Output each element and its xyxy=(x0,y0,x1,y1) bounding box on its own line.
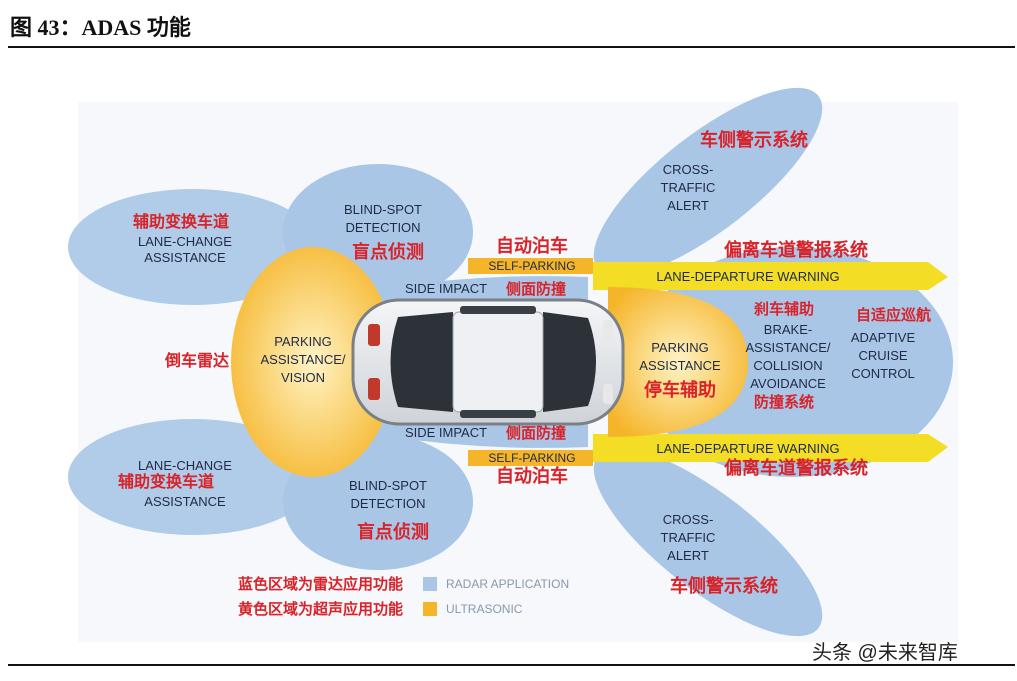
brake-assist-en-4: AVOIDANCE xyxy=(750,376,826,391)
lane-change-bottom-zone xyxy=(68,419,318,535)
cross-traffic-top-en-1: CROSS- xyxy=(663,162,714,177)
cross-traffic-bottom-zone xyxy=(593,447,823,637)
cross-traffic-top-en-2: TRAFFIC xyxy=(661,180,716,195)
side-impact-bottom-cn: 侧面防撞 xyxy=(506,424,566,442)
parking-rear-en-3: VISION xyxy=(281,370,325,385)
cross-traffic-bottom-en-3: ALERT xyxy=(667,548,709,563)
blind-spot-bottom-en-2: DETECTION xyxy=(350,496,425,511)
acc-en-3: CONTROL xyxy=(851,366,915,381)
brake-assist-cn: 刹车辅助 xyxy=(754,300,814,318)
brake-assist-en-2: ASSISTANCE/ xyxy=(745,340,830,355)
side-impact-top-cn: 侧面防撞 xyxy=(506,280,566,298)
brake-assist-en-3: COLLISION xyxy=(753,358,822,373)
adas-diagram-svg: 辅助变换车道 LANE-CHANGE ASSISTANCE LANE-CHANG… xyxy=(48,62,988,662)
self-parking-bottom-en: SELF-PARKING xyxy=(488,451,575,465)
parking-front-en-1: PARKING xyxy=(651,340,709,355)
acc-en-1: ADAPTIVE xyxy=(851,330,916,345)
legend-ultrasonic-swatch xyxy=(423,602,437,616)
lane-change-top-en-1: LANE-CHANGE xyxy=(138,234,232,249)
parking-rear-en-1: PARKING xyxy=(274,334,332,349)
cross-traffic-top-en-3: ALERT xyxy=(667,198,709,213)
watermark: 头条 @未来智库 xyxy=(812,642,958,664)
parking-rear-en-2: ASSISTANCE/ xyxy=(260,352,345,367)
front-radar-zone xyxy=(633,247,953,477)
adas-diagram: 辅助变换车道 LANE-CHANGE ASSISTANCE LANE-CHANG… xyxy=(48,62,988,662)
acc-cn: 自适应巡航 xyxy=(856,306,931,324)
rear-parking-zone xyxy=(231,247,395,477)
parking-front-en-2: ASSISTANCE xyxy=(639,358,721,373)
self-parking-top-cn: 自动泊车 xyxy=(496,235,568,256)
lane-departure-bottom-en: LANE-DEPARTURE WARNING xyxy=(656,441,839,456)
lane-change-bottom-en-1: LANE-CHANGE xyxy=(138,458,232,473)
cross-traffic-top-cn: 车侧警示系统 xyxy=(700,129,808,150)
lane-change-top-en-2: ASSISTANCE xyxy=(144,250,226,265)
brake-assist-en-1: BRAKE- xyxy=(764,322,812,337)
blind-spot-bottom-cn: 盲点侦测 xyxy=(357,521,429,542)
brake-assist-cn2: 防撞系统 xyxy=(754,393,814,411)
lane-departure-bottom-cn: 偏离车道警报系统 xyxy=(724,457,868,478)
lane-departure-bottom-zone xyxy=(593,434,948,462)
cross-traffic-bottom-cn: 车侧警示系统 xyxy=(670,575,778,596)
self-parking-top-zone xyxy=(468,258,593,274)
lane-departure-top-cn: 偏离车道警报系统 xyxy=(724,239,868,260)
lane-change-bottom-en-2: ASSISTANCE xyxy=(144,494,226,509)
legend-ultrasonic-cn: 黄色区域为超声应用功能 xyxy=(238,600,403,618)
side-impact-bottom-en: SIDE IMPACT xyxy=(405,425,487,440)
lane-change-bottom-cn: 辅助变换车道 xyxy=(118,472,214,491)
cross-traffic-top-zone xyxy=(593,87,823,277)
parking-front-cn: 停车辅助 xyxy=(644,379,716,400)
car-top-view xyxy=(351,298,625,426)
blind-spot-top-en-1: BLIND-SPOT xyxy=(344,202,422,217)
lane-change-top-cn: 辅助变换车道 xyxy=(133,212,229,231)
legend-ultrasonic-en: ULTRASONIC xyxy=(446,602,523,616)
legend-radar-swatch xyxy=(423,577,437,591)
lane-departure-top-zone xyxy=(593,262,948,290)
top-rule xyxy=(8,46,1015,48)
legend-radar-en: RADAR APPLICATION xyxy=(446,577,569,591)
cross-traffic-bottom-en-2: TRAFFIC xyxy=(661,530,716,545)
bottom-rule xyxy=(8,664,1015,666)
side-impact-top-en: SIDE IMPACT xyxy=(405,281,487,296)
self-parking-top-en: SELF-PARKING xyxy=(488,259,575,273)
legend-radar-cn: 蓝色区域为雷达应用功能 xyxy=(238,575,403,593)
parking-rear-cn: 倒车雷达 xyxy=(164,351,229,370)
cross-traffic-bottom-en-1: CROSS- xyxy=(663,512,714,527)
lane-departure-top-en: LANE-DEPARTURE WARNING xyxy=(656,269,839,284)
figure-title: 图 43：ADAS 功能 xyxy=(10,15,191,40)
blind-spot-top-en-2: DETECTION xyxy=(345,220,420,235)
self-parking-bottom-cn: 自动泊车 xyxy=(496,465,568,486)
blind-spot-top-cn: 盲点侦测 xyxy=(352,241,424,262)
blind-spot-bottom-en-1: BLIND-SPOT xyxy=(349,478,427,493)
self-parking-bottom-zone xyxy=(468,450,593,466)
front-parking-zone xyxy=(608,287,748,437)
acc-en-2: CRUISE xyxy=(858,348,907,363)
lane-change-top-zone xyxy=(68,189,318,305)
